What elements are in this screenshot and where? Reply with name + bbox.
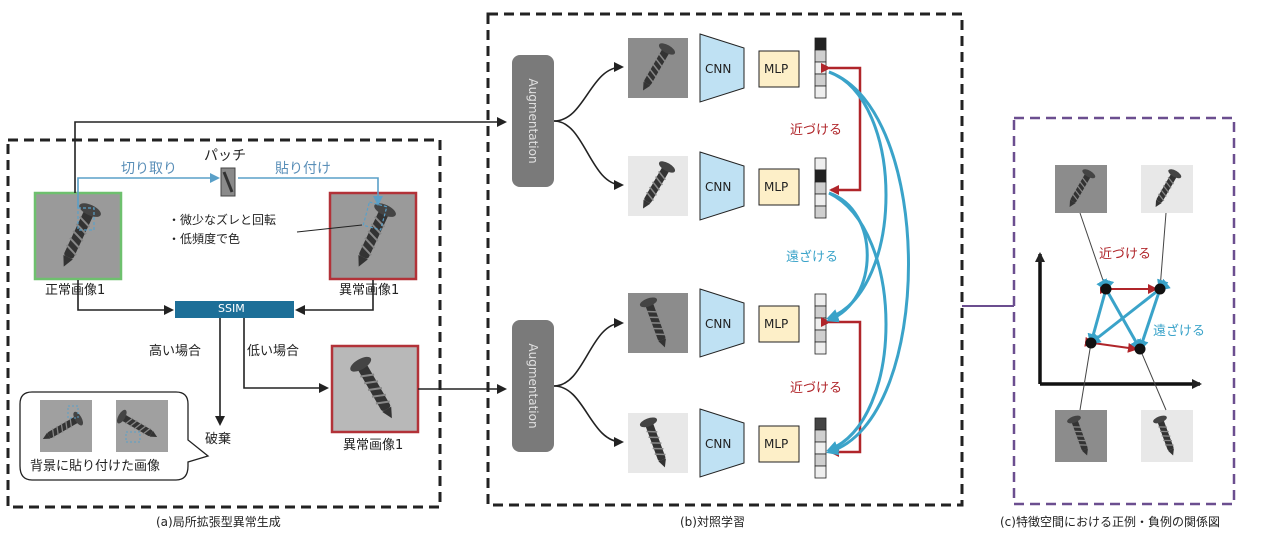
paste-label: 貼り付け <box>275 161 331 177</box>
low-label: 低い場合 <box>247 344 300 359</box>
panel-c-image-top-left <box>1055 165 1107 213</box>
aug-bottom-branch-1 <box>553 318 624 387</box>
paste-arrow <box>238 177 383 206</box>
panel-c-push-4 <box>1088 278 1171 345</box>
augmentation-box-top <box>512 55 554 187</box>
link-line-1 <box>1079 212 1107 290</box>
panel-a-frame <box>6 138 442 509</box>
node-bottom-left <box>1085 337 1097 349</box>
pull-bracket-top <box>821 63 862 195</box>
aug-bottom-branch-2 <box>553 385 624 447</box>
row-2 <box>628 151 827 221</box>
note-line-1: ・微少なズレと回転 <box>168 213 277 227</box>
aug-top-branch-2 <box>553 120 624 190</box>
augmentation-label-top: Augmentation <box>526 78 540 164</box>
panel-c-image-top-right <box>1141 165 1193 213</box>
cut-label: 切り取り <box>121 161 177 177</box>
row-1 <box>628 33 827 103</box>
mlp-label-4: MLP <box>764 437 789 451</box>
link-line-3 <box>1079 342 1092 411</box>
panel-b-frame <box>486 12 964 507</box>
node-bottom-right <box>1134 343 1146 355</box>
anomaly-image-1-top-label: 異常画像1 <box>339 283 400 298</box>
panel-c-image-bottom-right <box>1141 410 1193 462</box>
push-arc-3 <box>826 70 888 321</box>
cnn-label-2: CNN <box>705 180 732 194</box>
ssim-label: SSIM <box>218 302 245 315</box>
panel-a-caption: (a)局所拡張型異常生成 <box>156 515 281 529</box>
anomaly-to-ssim-arrow <box>295 280 374 315</box>
node-top-right <box>1154 283 1166 295</box>
cnn-label-1: CNN <box>705 62 732 76</box>
note-pointer-line <box>296 224 363 233</box>
node-top-left <box>1100 283 1112 295</box>
cut-arrow <box>77 173 220 208</box>
mlp-label-2: MLP <box>764 180 789 194</box>
row-3 <box>628 288 827 358</box>
pull-bracket-bottom <box>821 317 862 457</box>
cnn-label-3: CNN <box>705 317 732 331</box>
anomaly-image-1-bottom-label: 異常画像1 <box>343 438 404 453</box>
low-arrow <box>243 318 329 393</box>
panel-c-pull-bottom <box>1084 336 1138 353</box>
augmentation-label-bottom: Augmentation <box>526 343 540 429</box>
aug-top-branch-1 <box>553 62 624 122</box>
background-paste-image-1 <box>38 400 92 452</box>
panel-c-pull-label: 近づける <box>1099 247 1152 262</box>
anomaly-image-1-bottom <box>330 344 420 434</box>
background-paste-label: 背景に貼り付けた画像 <box>30 459 161 474</box>
pull-label-bottom: 近づける <box>790 381 843 396</box>
normal-to-augmentation-arrow <box>74 117 507 193</box>
ssim-box <box>175 301 294 318</box>
note-line-2: ・低頻度で色 <box>168 232 241 246</box>
pull-label-top: 近づける <box>790 123 843 138</box>
push-arc-4 <box>826 70 910 456</box>
high-label: 高い場合 <box>149 344 202 359</box>
mlp-label-1: MLP <box>764 62 789 76</box>
background-paste-image-2 <box>114 400 168 452</box>
anomaly-image-1-top <box>328 191 418 281</box>
panel-c-image-bottom-left <box>1055 410 1107 462</box>
patch-image <box>220 167 236 197</box>
panel-b-caption: (b)対照学習 <box>680 515 745 529</box>
push-label: 遠ざける <box>786 250 839 265</box>
panel-c-caption: (c)特徴空間における正例・負例の関係図 <box>1000 515 1220 529</box>
discard-label: 破棄 <box>205 432 232 447</box>
panel-c-frame <box>1012 116 1236 506</box>
panel-c-push-label: 遠ざける <box>1153 324 1206 339</box>
mlp-label-3: MLP <box>764 317 789 331</box>
normal-to-ssim-arrow <box>77 280 174 315</box>
cnn-label-4: CNN <box>705 437 732 451</box>
link-line-4 <box>1139 348 1167 411</box>
patch-label: パッチ <box>204 148 246 164</box>
augmentation-box-bottom <box>512 320 554 452</box>
link-line-2 <box>1159 212 1167 290</box>
push-arc-2 <box>826 191 888 453</box>
normal-image-1-label: 正常画像1 <box>45 283 106 298</box>
row-4 <box>628 408 827 479</box>
